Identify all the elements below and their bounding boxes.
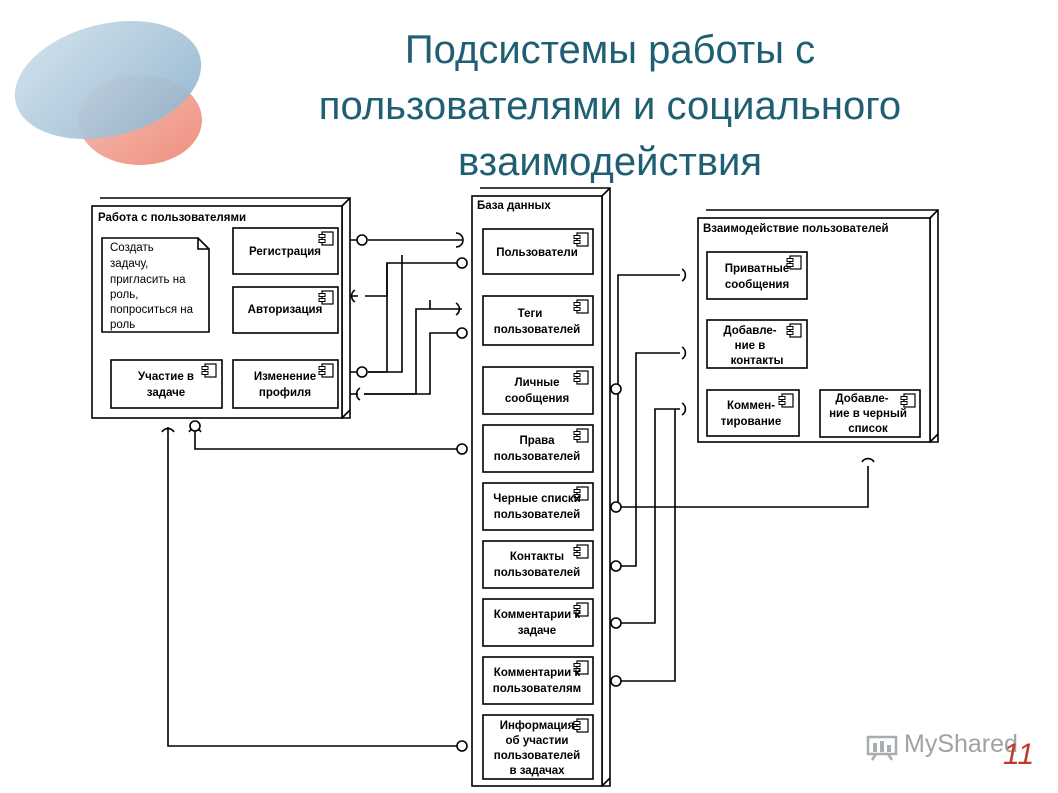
component-label: задаче bbox=[147, 387, 185, 399]
db-users: Пользователи bbox=[482, 228, 594, 275]
component-label: Теги bbox=[518, 308, 543, 320]
component-label: пользователей bbox=[494, 750, 580, 762]
component-label: Регистрация bbox=[249, 246, 321, 258]
slide-title-line: Подсистемы работы с bbox=[404, 28, 816, 72]
page-number: 11 bbox=[1003, 738, 1035, 771]
decorative-ellipses bbox=[14, 21, 202, 165]
slide-title-line: пользователями и социального bbox=[318, 84, 902, 128]
component-label: пользователей bbox=[494, 567, 580, 579]
package-title: Работа с пользователями bbox=[98, 212, 246, 224]
db-tags: Теги пользователей bbox=[482, 295, 594, 346]
db-messages: Личные сообщения bbox=[482, 366, 594, 415]
blue-ellipse bbox=[14, 21, 202, 139]
component-label: пользователей bbox=[494, 324, 580, 336]
component-label: пользователей bbox=[494, 509, 580, 521]
db-rights: Права пользователей bbox=[482, 424, 594, 473]
package-database: База данных Пользователи Теги пользовате… bbox=[471, 187, 611, 787]
db-participation: Информация об участии пользователей в за… bbox=[482, 714, 594, 780]
component-label: Личные bbox=[515, 377, 560, 389]
package-social: Взаимодействие пользователей Приватные с… bbox=[697, 209, 939, 443]
note-line: роль, bbox=[110, 289, 138, 301]
note-line: попроситься на bbox=[110, 304, 194, 316]
component-label: ние в bbox=[735, 340, 766, 352]
component-label: тирование bbox=[721, 416, 781, 428]
component-label: Права bbox=[520, 435, 556, 447]
component-label: список bbox=[848, 423, 888, 435]
note-line: Создать bbox=[110, 242, 154, 254]
note-line: пригласить на bbox=[110, 274, 186, 286]
db-blacklists: Черные списки пользователей bbox=[482, 482, 594, 531]
slide-title-line: взаимодействия bbox=[457, 140, 763, 184]
social-private-messages: Приватные сообщения bbox=[706, 251, 808, 300]
component-label: Информация bbox=[500, 720, 575, 732]
note: Создать задачу, пригласить на роль, попр… bbox=[101, 237, 210, 333]
component-label: Контакты bbox=[510, 551, 564, 563]
component-label: Черные списки bbox=[493, 493, 581, 505]
social-add-blacklist: Добавле- ние в черный список bbox=[819, 389, 921, 438]
component-label: Авторизация bbox=[248, 304, 323, 316]
component-label: задаче bbox=[518, 625, 556, 637]
package-title: Взаимодействие пользователей bbox=[703, 223, 889, 235]
db-user-comments: Комментарии к пользователям bbox=[482, 656, 594, 705]
component-label: Изменение bbox=[254, 371, 316, 383]
social-add-contacts: Добавле- ние в контакты bbox=[706, 319, 808, 369]
component-label: контакты bbox=[731, 355, 784, 367]
component-label: Комментарии к bbox=[494, 667, 581, 679]
package-title: База данных bbox=[477, 200, 551, 212]
component-label: Участие в bbox=[138, 371, 194, 383]
component-profile: Изменение профиля bbox=[232, 359, 339, 409]
note-line: роль bbox=[110, 319, 135, 331]
watermark: MyShared bbox=[904, 730, 1018, 758]
component-task: Участие в задаче bbox=[110, 359, 223, 409]
component-label: Добавле- bbox=[723, 325, 776, 337]
db-contacts: Контакты пользователей bbox=[482, 540, 594, 589]
component-label: Комментарии к bbox=[494, 609, 581, 621]
component-label: пользователям bbox=[493, 683, 581, 695]
myshared-logo-icon bbox=[866, 735, 898, 761]
component-registration: Регистрация bbox=[232, 227, 339, 275]
component-label: сообщения bbox=[725, 279, 789, 291]
component-label: сообщения bbox=[505, 393, 569, 405]
component-label: в задачах bbox=[509, 765, 565, 777]
slide-title: Подсистемы работы с пользователями и соц… bbox=[220, 22, 1000, 190]
component-label: Пользователи bbox=[496, 247, 578, 259]
component-label: Добавле- bbox=[835, 393, 888, 405]
social-commenting: Коммен- тирование bbox=[706, 389, 800, 437]
note-line: задачу, bbox=[110, 258, 148, 270]
db-task-comments: Комментарии к задаче bbox=[482, 598, 594, 647]
component-label: об участии bbox=[506, 735, 569, 747]
component-label: ние в черный bbox=[829, 408, 907, 420]
component-label: Коммен- bbox=[727, 400, 775, 412]
package-users: Работа с пользователями Создать задачу, … bbox=[91, 197, 351, 419]
component-label: профиля bbox=[259, 387, 311, 399]
component-authorization: Авторизация bbox=[232, 286, 339, 334]
component-label: Приватные bbox=[725, 263, 789, 275]
component-label: пользователей bbox=[494, 451, 580, 463]
